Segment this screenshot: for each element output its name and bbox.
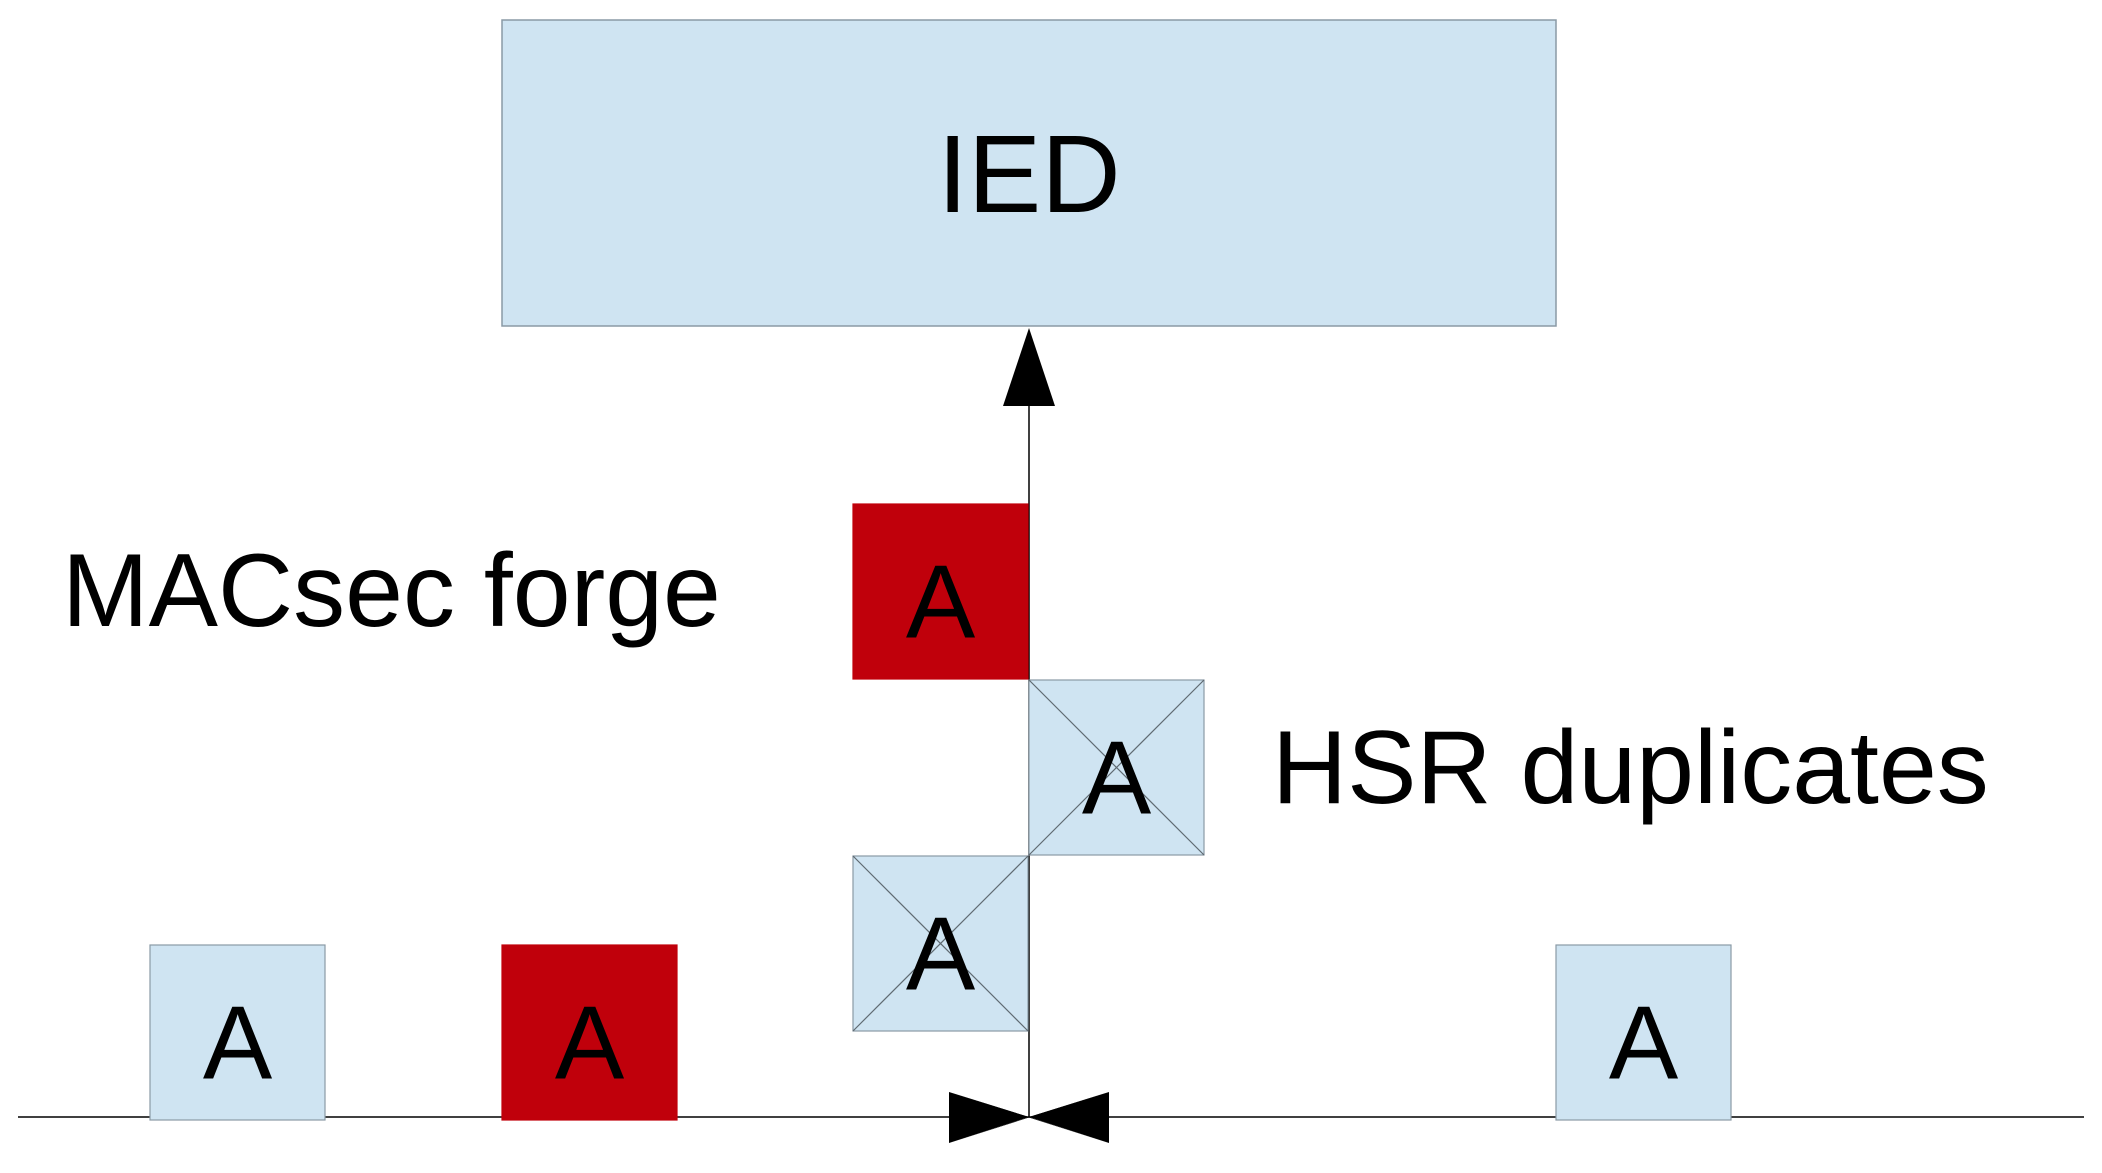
hsr-duplicates-label: HSR duplicates	[1272, 710, 1989, 826]
ied-node: IED	[501, 19, 1557, 327]
bowtie-right-wing-icon	[1029, 1092, 1109, 1143]
frame-forged-forwarded: A	[852, 503, 1029, 680]
frame-right-normal: A	[1555, 944, 1732, 1121]
frame-left-forged-label: A	[555, 986, 625, 1102]
frame-left-forged-box	[501, 944, 678, 1121]
frame-left-forged: A	[501, 944, 678, 1121]
frame-duplicate-upper-label: A	[1082, 721, 1152, 837]
frame-duplicate-lower-label: A	[906, 897, 976, 1013]
ied-label: IED	[937, 113, 1120, 236]
frame-right-normal-label: A	[1609, 986, 1679, 1102]
frame-left-normal-box	[149, 944, 326, 1121]
discard-cross-icon	[1028, 679, 1205, 856]
ied-box	[501, 19, 1557, 327]
frame-left-normal-label: A	[203, 986, 273, 1102]
frame-duplicate-upper: A	[1028, 679, 1205, 856]
arrowhead-up-icon	[1003, 328, 1055, 406]
frame-left-normal: A	[149, 944, 326, 1121]
frame-duplicate-lower: A	[852, 855, 1029, 1032]
frame-right-normal-box	[1555, 944, 1732, 1121]
bowtie-left-wing-icon	[949, 1092, 1029, 1143]
discard-cross-icon	[852, 855, 1029, 1032]
macsec-forge-label: MACsec forge	[62, 533, 721, 649]
frame-forged-forwarded-label: A	[906, 545, 976, 661]
frame-forged-forwarded-box	[852, 503, 1029, 680]
